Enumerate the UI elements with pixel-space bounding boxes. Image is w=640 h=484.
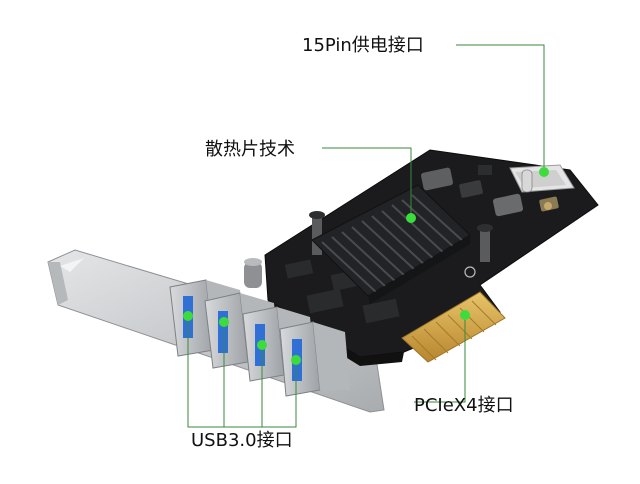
gold-fingers bbox=[401, 291, 506, 363]
power-port-label: 15Pin供电接口 bbox=[302, 35, 424, 56]
marker-dot bbox=[183, 311, 193, 321]
usb-ports-label: USB3.0接口 bbox=[191, 430, 293, 451]
marker-dot bbox=[219, 317, 229, 327]
marker-dot bbox=[460, 310, 470, 320]
leader-lines bbox=[187, 44, 545, 428]
marker-dot bbox=[257, 340, 267, 350]
marker-dot bbox=[539, 167, 549, 177]
pcie-port-label: PCIeX4接口 bbox=[414, 395, 514, 416]
heatsink-label: 散热片技术 bbox=[205, 139, 295, 160]
heatsink bbox=[311, 184, 471, 304]
heatsink-screw bbox=[477, 224, 493, 262]
usb-port bbox=[279, 321, 350, 397]
heatsink-screw bbox=[309, 211, 325, 255]
marker-dot bbox=[291, 355, 301, 365]
marker-dot bbox=[406, 213, 416, 223]
callout-markers bbox=[183, 167, 549, 365]
